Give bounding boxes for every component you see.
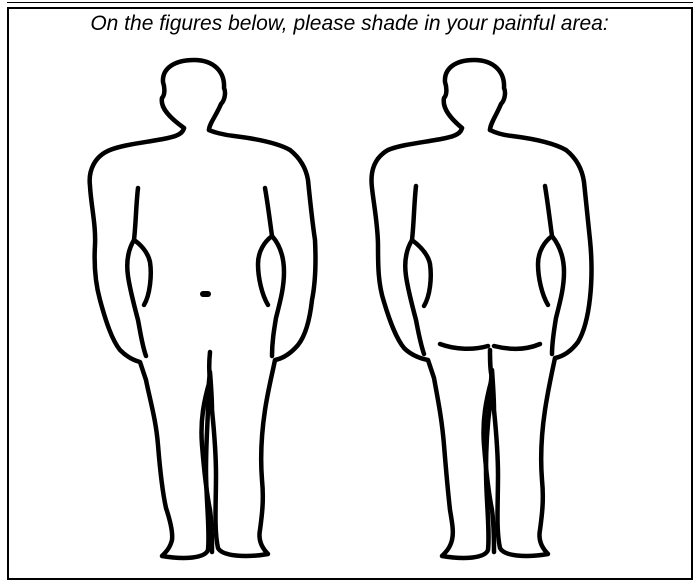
front-left-arm-inner [127, 188, 146, 356]
front-left-arm-gap [134, 240, 151, 305]
back-body-outline [372, 128, 592, 558]
back-right-arm-gap [538, 236, 552, 305]
back-right-arm-inner [545, 186, 564, 354]
front-right-arm-gap [258, 236, 272, 305]
back-head [444, 60, 505, 130]
body-back-outline-icon[interactable] [372, 60, 592, 558]
front-body-outline [90, 128, 316, 558]
body-front-outline-icon[interactable] [90, 60, 316, 558]
front-right-arm-inner [265, 188, 284, 356]
back-left-arm-inner [405, 186, 424, 354]
back-left-arm-gap [412, 240, 431, 306]
front-head [162, 60, 225, 130]
